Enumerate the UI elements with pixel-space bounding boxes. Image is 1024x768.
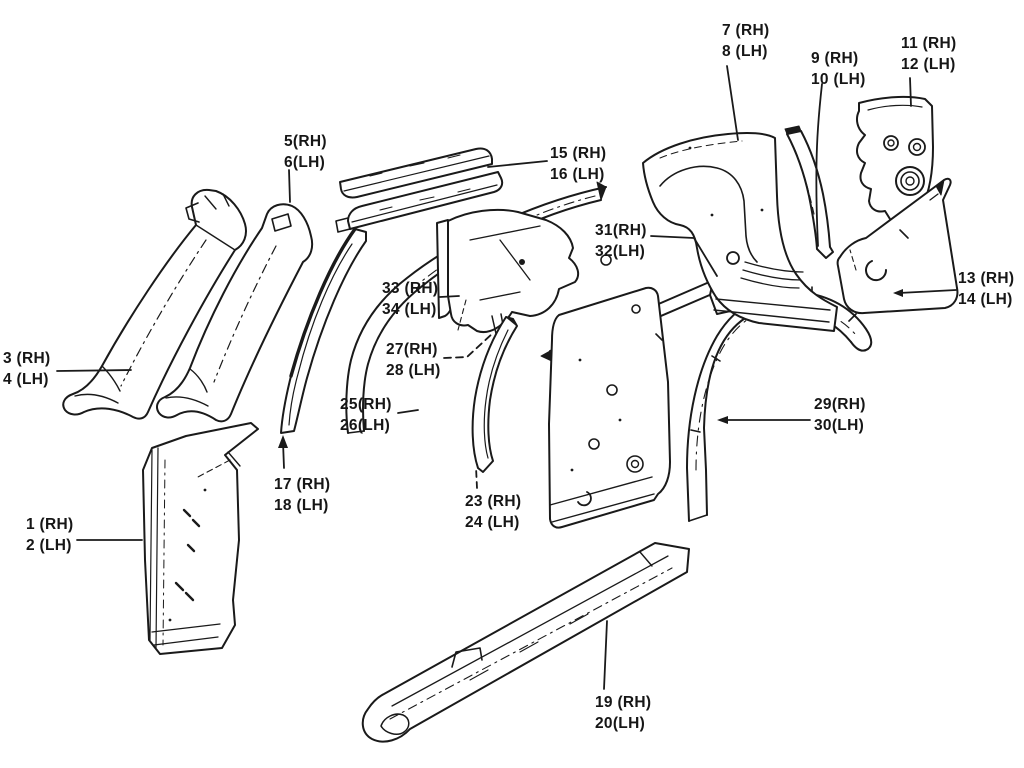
- callout-line: 23 (RH): [465, 493, 522, 510]
- callout-line: 31(RH): [595, 222, 647, 239]
- leader-23-24: [476, 467, 477, 488]
- arrowhead-29-30: [717, 416, 728, 424]
- leader-9-10: [816, 84, 822, 246]
- callout-3-4: 3 (RH) 4 (LH): [3, 348, 50, 390]
- callout-15-16: 15 (RH) 16 (LH): [550, 143, 606, 185]
- callout-25-26: 25(RH) 26(LH): [340, 394, 392, 436]
- part-13-14-rear-side-member: [838, 179, 958, 313]
- quarter-inner-panel: [549, 288, 670, 528]
- callout-line: 3 (RH): [3, 350, 51, 367]
- leader-19-20: [604, 621, 607, 689]
- leader-7-8: [727, 66, 738, 140]
- part-23-24-quarter-window-strip: [473, 317, 517, 472]
- callout-line: 4 (LH): [3, 371, 49, 388]
- callout-line: 6(LH): [284, 154, 326, 171]
- callout-line: 11 (RH): [901, 35, 957, 52]
- callout-line: 32(LH): [595, 243, 646, 260]
- callout-line: 29(RH): [814, 396, 866, 413]
- part-17-18-roof-side-rail: [281, 229, 366, 433]
- callout-19-20: 19 (RH) 20(LH): [595, 692, 651, 734]
- callout-line: 33 (RH): [382, 280, 439, 297]
- part-33-34-reinforcement-bracket: [437, 210, 578, 338]
- callout-27-28: 27(RH) 28 (LH): [386, 339, 441, 381]
- callout-line: 14 (LH): [958, 291, 1013, 308]
- leader-31-32: [651, 236, 717, 276]
- leader-25-26: [398, 410, 418, 413]
- callout-29-30: 29(RH) 30(LH): [814, 394, 866, 436]
- callout-7-8: 7 (RH) 8 (LH): [722, 20, 769, 62]
- leader-15-16: [488, 161, 547, 167]
- callout-33-34: 33 (RH) 34 (LH): [382, 278, 438, 320]
- part-9-10-rear-pillar-strip: [785, 126, 833, 258]
- leader-13-14: [899, 290, 956, 293]
- leader-3-4: [57, 370, 131, 371]
- arrowhead-17-18: [278, 435, 288, 448]
- callout-line: 18 (LH): [274, 497, 329, 514]
- callout-5-6: 5(RH) 6(LH): [284, 131, 327, 173]
- part-15-16-roof-moldings: [336, 148, 502, 232]
- callout-line: 19 (RH): [595, 694, 652, 711]
- callout-line: 24 (LH): [465, 514, 520, 531]
- part-5-6-front-pillar: [157, 204, 312, 421]
- callout-line: 17 (RH): [274, 476, 331, 493]
- callout-17-18: 17 (RH) 18 (LH): [274, 474, 330, 516]
- callout-line: 15 (RH): [550, 145, 607, 162]
- callout-line: 27(RH): [386, 341, 438, 358]
- callout-9-10: 9 (RH) 10 (LH): [811, 48, 866, 90]
- leader-11-12: [910, 78, 911, 106]
- arrowhead-13-14: [893, 289, 903, 297]
- callout-11-12: 11 (RH) 12 (LH): [901, 33, 957, 75]
- part-7-8-quarter-panel: [643, 133, 837, 331]
- callout-1-2: 1 (RH) 2 (LH): [26, 514, 73, 556]
- callout-line: 16 (LH): [550, 166, 605, 183]
- callout-line: 28 (LH): [386, 362, 441, 379]
- callout-line: 7 (RH): [722, 22, 770, 39]
- callout-31-32: 31(RH) 32(LH): [595, 220, 647, 262]
- part-11-12-rear-bracket: [857, 97, 933, 224]
- callout-23-24: 23 (RH) 24 (LH): [465, 491, 521, 533]
- callout-line: 34 (LH): [382, 301, 437, 318]
- callout-line: 8 (LH): [722, 43, 768, 60]
- leader-27-28: [444, 333, 493, 358]
- part-19-20-rocker-panel: [363, 543, 689, 742]
- callout-line: 2 (LH): [26, 537, 72, 554]
- callout-line: 12 (LH): [901, 56, 956, 73]
- callout-line: 5(RH): [284, 133, 327, 150]
- leader-33-34: [440, 296, 459, 297]
- callout-line: 1 (RH): [26, 516, 74, 533]
- leader-lines: [57, 66, 956, 689]
- part-1-2-center-pillar: [143, 423, 258, 654]
- callout-13-14: 13 (RH) 14 (LH): [958, 268, 1014, 310]
- part-3-4-windshield-pillar: [63, 190, 246, 419]
- callout-line: 13 (RH): [958, 270, 1015, 287]
- detail-hole: [601, 255, 611, 265]
- callout-line: 20(LH): [595, 715, 646, 732]
- callout-line: 26(LH): [340, 417, 391, 434]
- callout-line: 10 (LH): [811, 71, 866, 88]
- callout-line: 30(LH): [814, 417, 865, 434]
- leader-5-6: [289, 170, 290, 202]
- callout-line: 9 (RH): [811, 50, 859, 67]
- callout-line: 25(RH): [340, 396, 392, 413]
